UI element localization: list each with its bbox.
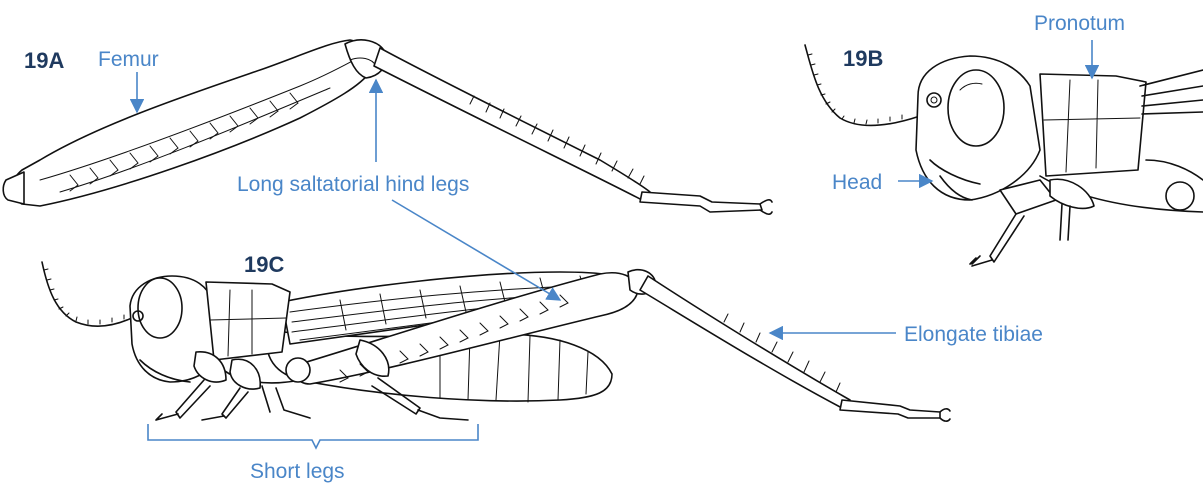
pronotum-label: Pronotum	[1034, 12, 1125, 35]
long-hind-legs-label: Long saltatorial hind legs	[237, 173, 469, 196]
head-label: Head	[832, 171, 882, 194]
short-legs-bracket	[148, 424, 478, 448]
panel-label-19c: 19C	[244, 252, 284, 277]
panel-label-19a: 19A	[24, 48, 64, 73]
whole-grasshopper-drawing	[42, 262, 950, 421]
elongate-tibiae-label: Elongate tibiae	[904, 323, 1043, 346]
short-legs-label: Short legs	[250, 460, 345, 483]
femur-label: Femur	[98, 48, 159, 71]
panel-label-19b: 19B	[843, 46, 883, 71]
head-closeup-drawing	[805, 45, 1203, 266]
